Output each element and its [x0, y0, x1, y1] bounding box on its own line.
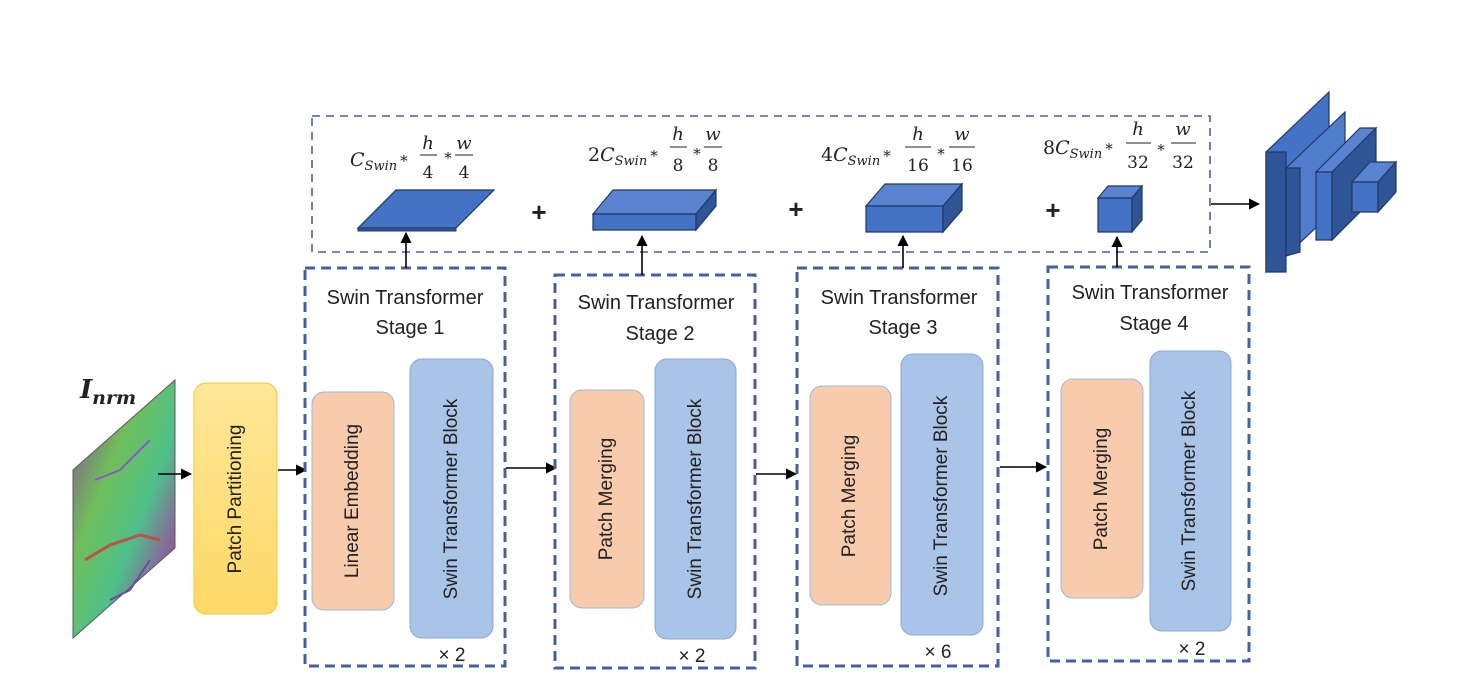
feature-formula-4: 8CSwin* h 32 * w 32 — [1043, 119, 1196, 173]
svg-text:4CSwin*: 4CSwin* — [821, 144, 891, 169]
plus-sign-2: + — [788, 194, 803, 224]
feature-maps-container — [311, 115, 1211, 253]
svg-text:h: h — [1132, 119, 1144, 140]
stage-4-patch-merging-block — [1060, 378, 1144, 599]
svg-text:w: w — [705, 124, 721, 145]
svg-text:*: * — [1157, 141, 1165, 159]
stage-1-title-line1: Swin Transformer — [327, 287, 484, 309]
stage-2: Swin Transformer Stage 2 Patch Merging S… — [553, 273, 757, 670]
stage-4-swin-block-label: Swin Transformer Block — [1179, 390, 1200, 591]
stage-4-border — [1046, 265, 1251, 663]
svg-text:8CSwin*: 8CSwin* — [1043, 137, 1113, 162]
stage-1-linear-embedding-label: Linear Embedding — [342, 424, 363, 578]
stage-2-patch-merging-block — [569, 389, 645, 609]
feature-map-4 — [1096, 184, 1144, 234]
svg-text:w: w — [1175, 119, 1191, 140]
svg-text:w: w — [456, 133, 472, 154]
svg-text:32: 32 — [1172, 153, 1194, 173]
stage-2-swin-block-label: Swin Transformer Block — [685, 398, 706, 599]
feature-formula-3: 4CSwin* h 16 * w 16 — [821, 124, 975, 176]
svg-text:16: 16 — [951, 156, 973, 176]
stage-1-swin-block-label: Swin Transformer Block — [441, 398, 462, 599]
feature-formula-2: 2CSwin* h 8 * w 8 — [588, 124, 722, 176]
stage-3-title-line1: Swin Transformer — [821, 287, 978, 309]
output-feature-pyramid — [1265, 90, 1398, 274]
stage-1-linear-embedding-block — [311, 391, 395, 611]
stage-1-title-line2: Stage 1 — [376, 317, 445, 339]
stage-2-swin-block — [654, 358, 737, 640]
stage-1-swin-block — [409, 358, 494, 639]
svg-text:*: * — [693, 145, 701, 163]
input-image — [72, 378, 176, 640]
svg-text:w: w — [954, 124, 970, 145]
stage-2-title-line1: Swin Transformer — [578, 292, 735, 314]
svg-text:h: h — [422, 133, 434, 154]
svg-text:*: * — [937, 145, 945, 163]
svg-text:h: h — [672, 124, 684, 145]
stage-4-patch-merging-label: Patch Merging — [1091, 428, 1112, 551]
feature-map-3 — [864, 182, 964, 234]
svg-text:32: 32 — [1127, 153, 1149, 173]
stage-4-repeat: × 2 — [1179, 639, 1206, 660]
feature-map-1 — [356, 189, 496, 232]
svg-text:CSwin*: CSwin* — [350, 149, 408, 174]
svg-text:8: 8 — [673, 156, 684, 176]
stage-2-title-line2: Stage 2 — [626, 323, 695, 345]
stage-3-patch-merging-label: Patch Merging — [839, 435, 860, 558]
feature-formula-1: CSwin* h 4 * w 4 — [350, 133, 473, 183]
stage-3: Swin Transformer Stage 3 Patch Merging S… — [795, 266, 1000, 668]
stage-4: Swin Transformer Stage 4 Patch Merging S… — [1046, 265, 1251, 663]
patch-partitioning-label: Patch Partitioning — [225, 425, 246, 574]
svg-text:4: 4 — [423, 163, 434, 183]
input-label: Inrm — [79, 375, 136, 409]
plus-sign-1: + — [531, 197, 546, 227]
stage-2-patch-merging-label: Patch Merging — [596, 438, 617, 561]
stage-3-patch-merging-block — [809, 385, 892, 606]
plus-sign-3: + — [1045, 195, 1060, 225]
patch-partitioning-block — [193, 382, 278, 615]
stage-4-title-line1: Swin Transformer — [1072, 282, 1229, 304]
stage-3-swin-block-label: Swin Transformer Block — [931, 395, 952, 596]
stage-1-border — [303, 266, 507, 668]
stage-4-title-line2: Stage 4 — [1120, 313, 1189, 335]
svg-text:8: 8 — [708, 156, 719, 176]
stage-1-repeat: × 2 — [439, 645, 466, 666]
svg-text:h: h — [912, 124, 924, 145]
svg-text:4: 4 — [459, 163, 470, 183]
feature-map-2 — [591, 188, 718, 232]
stage-3-repeat: × 6 — [925, 642, 952, 663]
stage-3-swin-block — [900, 353, 984, 636]
svg-text:2CSwin*: 2CSwin* — [588, 144, 658, 169]
stage-4-swin-block — [1149, 350, 1232, 632]
svg-text:16: 16 — [907, 156, 929, 176]
stage-1: Swin Transformer Stage 1 Linear Embeddin… — [303, 266, 507, 668]
stage-2-border — [553, 273, 757, 670]
stage-3-border — [795, 266, 1000, 668]
stage-3-title-line2: Stage 3 — [869, 317, 938, 339]
stage-2-repeat: × 2 — [679, 646, 706, 667]
svg-text:*: * — [444, 149, 452, 167]
